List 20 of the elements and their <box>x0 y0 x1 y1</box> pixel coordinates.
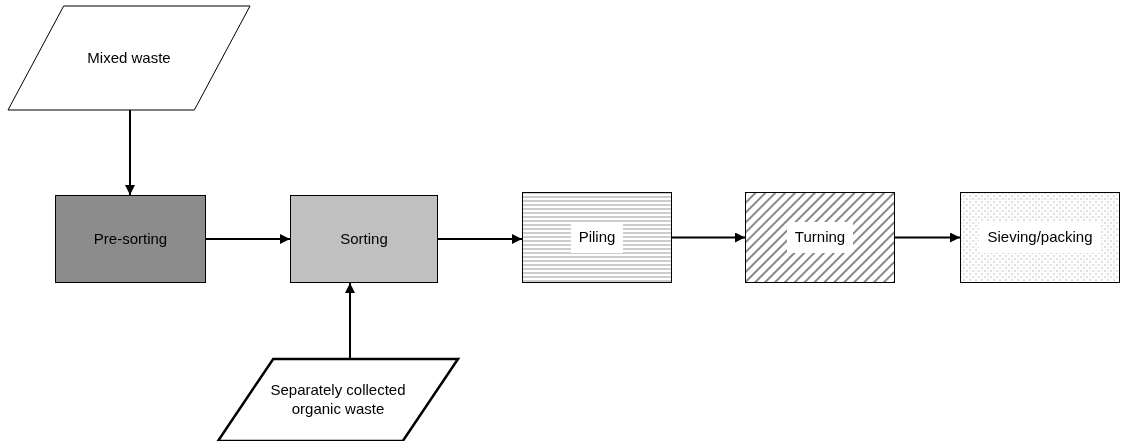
process-box <box>745 192 895 283</box>
node-label: Sorting <box>340 229 388 249</box>
process-box <box>522 192 672 283</box>
arrow <box>205 234 291 244</box>
node-label: Separately collected organic waste <box>269 381 407 419</box>
input-parallelogram <box>8 6 250 110</box>
input-parallelogram <box>218 359 458 441</box>
arrow <box>671 232 746 243</box>
node-label: Sieving/packing <box>979 222 1101 253</box>
arrow <box>894 232 961 243</box>
process-box <box>960 192 1120 283</box>
arrow <box>437 234 523 244</box>
process-box <box>55 195 206 283</box>
arrow <box>345 282 355 360</box>
node-label: Mixed waste <box>87 48 171 68</box>
arrow <box>125 109 135 196</box>
node-label: Pre-sorting <box>93 229 168 249</box>
node-label: Turning <box>786 222 854 253</box>
node-label: Piling <box>570 222 624 253</box>
process-box <box>290 195 438 283</box>
